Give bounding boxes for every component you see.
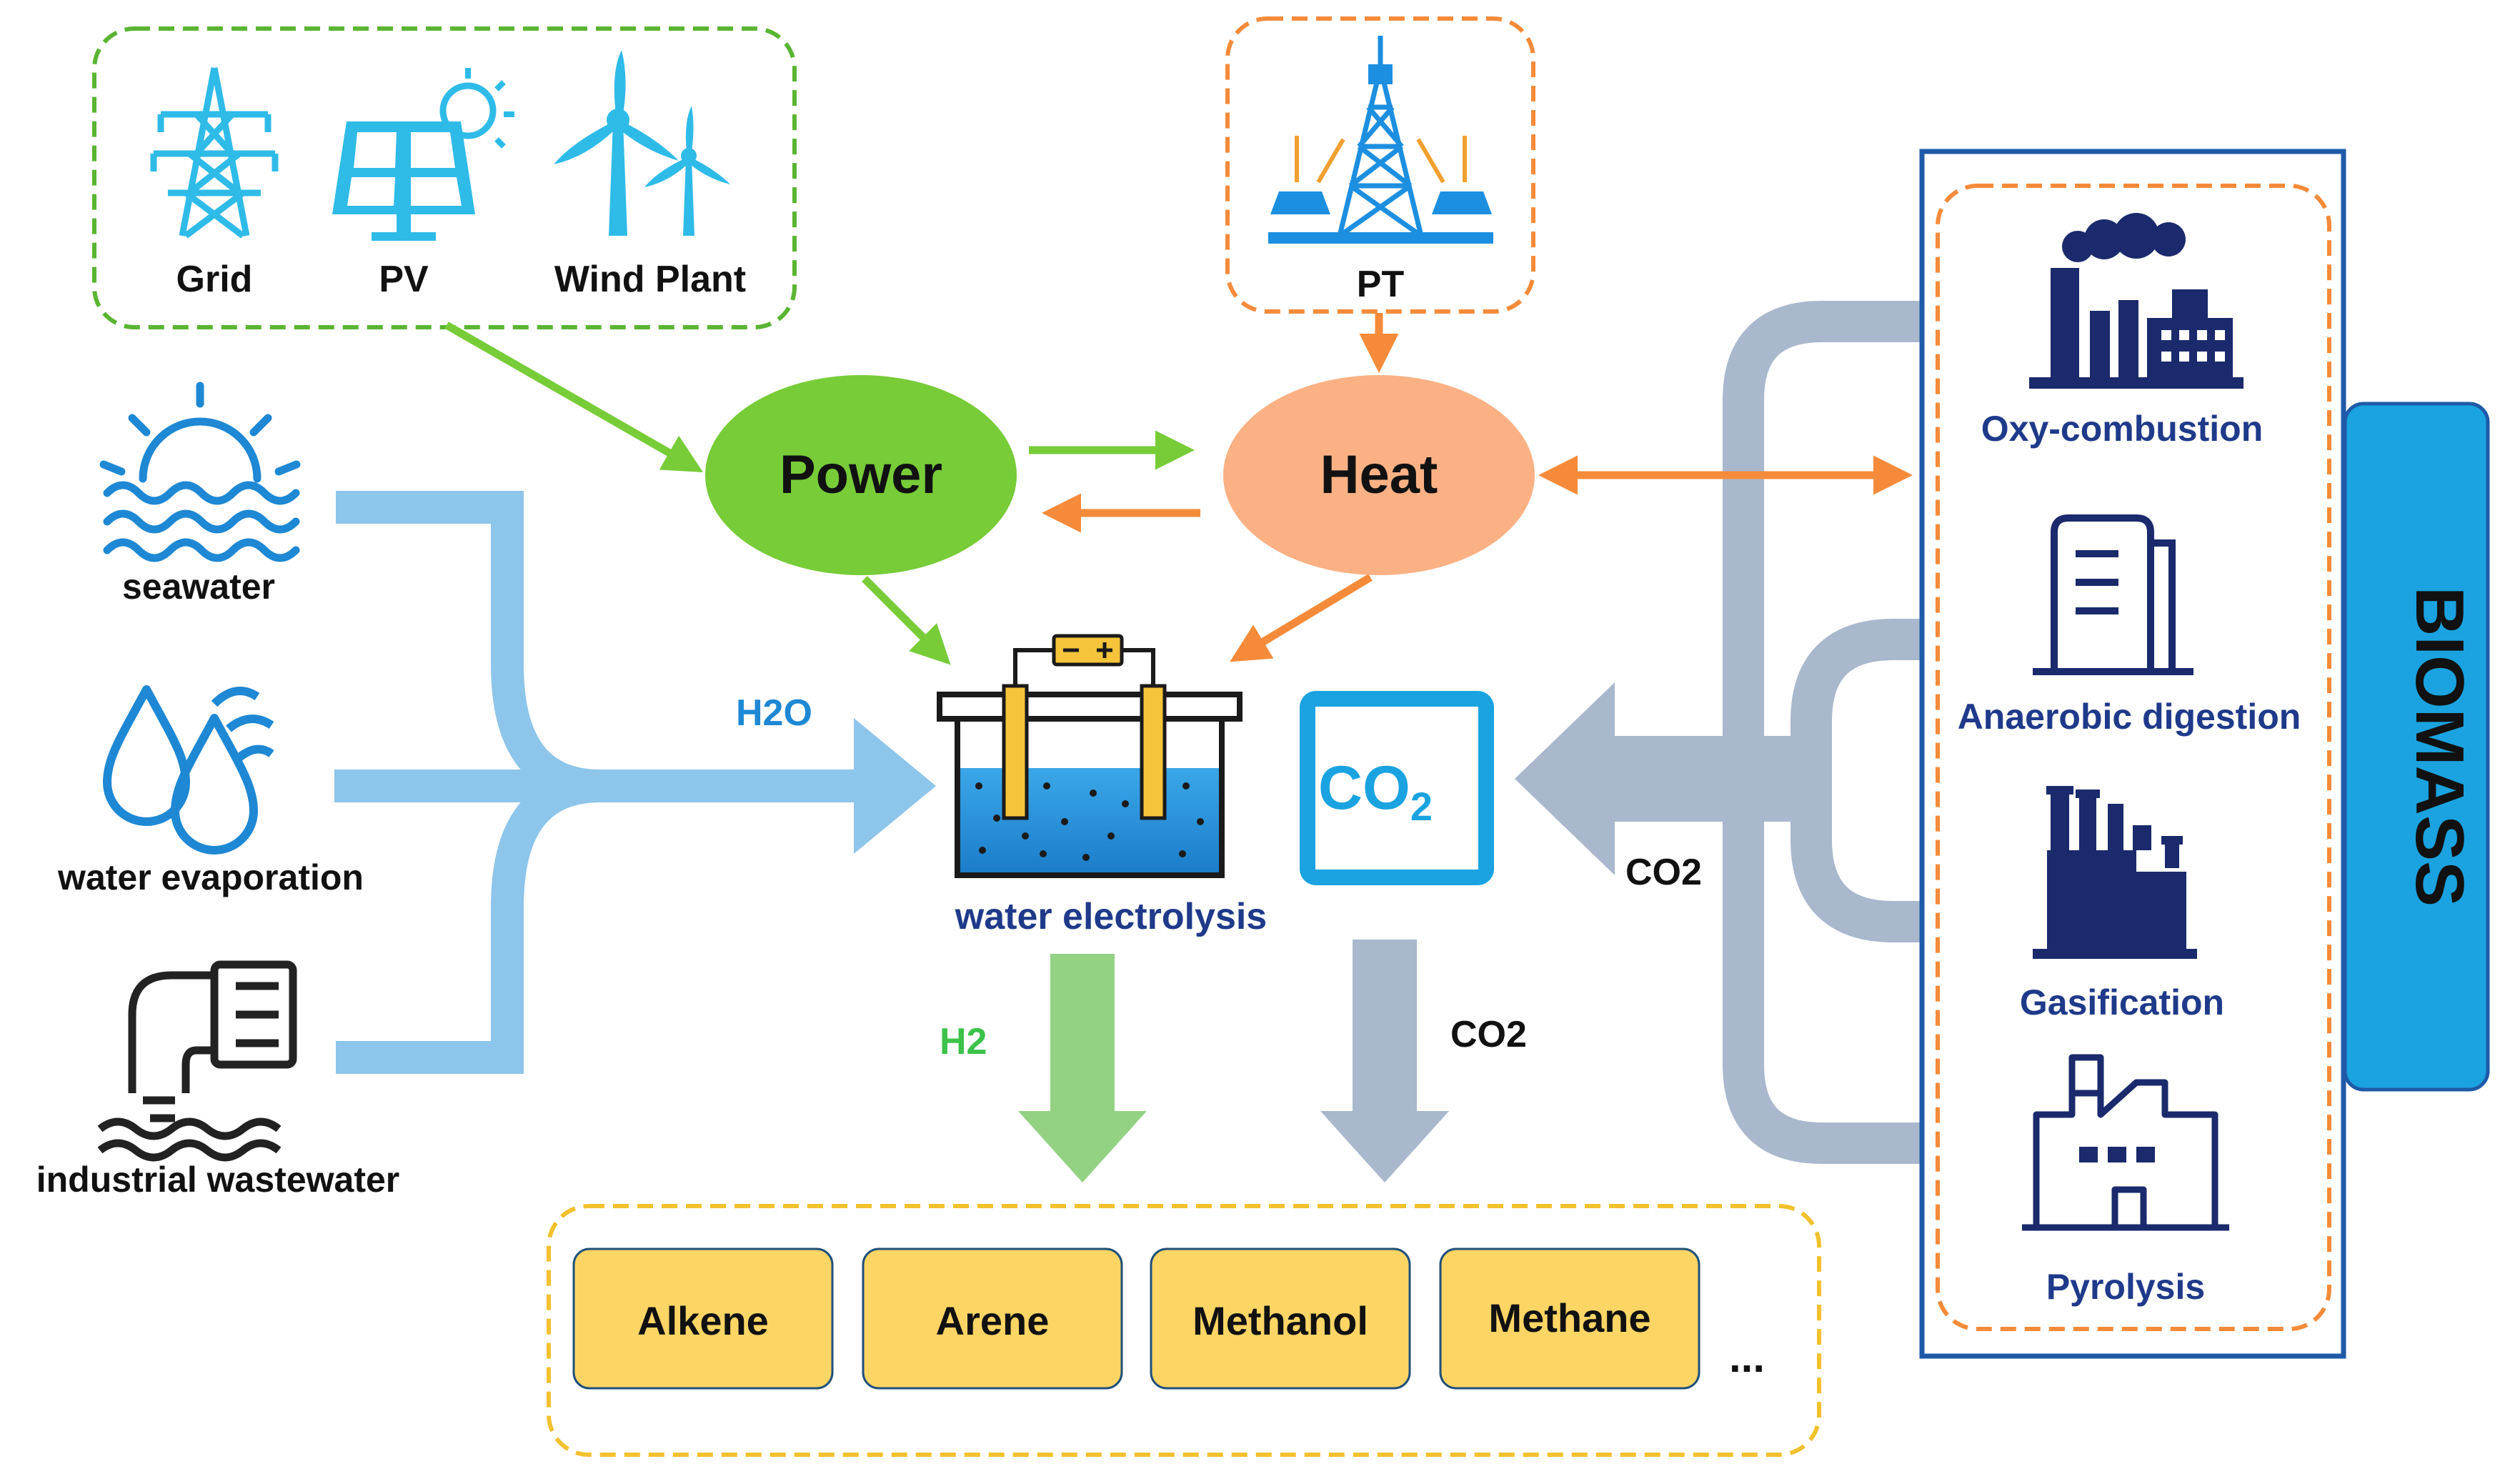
electrolysis-cell-icon — [937, 634, 1242, 878]
co2-arrow-head — [1515, 682, 1615, 875]
heat-node — [1223, 375, 1535, 575]
power-label: Power — [780, 444, 942, 505]
heat-label: Heat — [1320, 444, 1438, 505]
co2-box — [1300, 691, 1494, 885]
pyrolysis-label: Pyrolysis — [2046, 1267, 2205, 1307]
solar-tower-icon — [1268, 36, 1493, 244]
oxy-combustion-label: Oxy-combustion — [1981, 409, 2263, 449]
product-methanol-label: Methanol — [1192, 1298, 1368, 1343]
co2-down-arrow-shaft — [1353, 940, 1417, 1115]
green-arrows — [444, 322, 1195, 665]
seawater-label: seawater — [122, 567, 275, 607]
gasification-label: Gasification — [2020, 982, 2224, 1022]
industrial-wastewater-label: industrial wastewater — [36, 1160, 400, 1200]
gasification-plant-icon — [2033, 786, 2197, 959]
co2-arrow-shaft — [1608, 736, 1815, 822]
co2-box-formula: CO2 — [1318, 754, 1433, 829]
products-box — [547, 1204, 1821, 1457]
product-arene-label: Arene — [936, 1298, 1050, 1343]
seawater-icon — [99, 382, 301, 562]
product-methane-label: Methane — [1488, 1295, 1650, 1340]
factory-icon — [2029, 213, 2243, 389]
pyrolysis-factory-icon — [2022, 1054, 2229, 1231]
water-flow-pipes — [334, 491, 893, 1074]
grid-label: Grid — [176, 259, 253, 300]
co2-down-arrow-head — [1320, 1111, 1449, 1182]
grid-tower-icon — [150, 67, 279, 239]
product-arene: Arene — [862, 1248, 1123, 1390]
product-methanol: Methanol — [1150, 1248, 1411, 1390]
co2-box-text: CO — [1318, 754, 1410, 822]
anaerobic-digestion-label: Anaerobic digestion — [1958, 697, 2301, 737]
water-evaporation-label: water evaporation — [57, 857, 364, 897]
water-drops-icon — [103, 685, 274, 855]
pv-panel-icon — [332, 68, 514, 241]
wind-turbine-icon — [554, 50, 730, 236]
co2-return-pipes — [1723, 301, 1922, 1164]
products-more-ellipsis: ... — [1729, 1333, 1765, 1381]
power-node — [705, 375, 1017, 575]
pt-box — [1225, 16, 1535, 314]
orange-arrows — [1042, 313, 1913, 662]
h2-arrow-shaft — [1050, 954, 1115, 1115]
renewables-box — [92, 26, 797, 329]
biomass-title: BIOMASS — [2401, 587, 2478, 907]
pt-label: PT — [1357, 264, 1405, 305]
product-alkene-label: Alkene — [637, 1298, 769, 1343]
h2-arrow-head — [1018, 1111, 1147, 1182]
co2-side-label: CO2 — [1625, 852, 1702, 893]
product-alkene: Alkene — [572, 1248, 834, 1390]
digester-icon — [2033, 514, 2193, 675]
biomass-inner-box — [1936, 184, 2331, 1331]
pv-label: PV — [379, 259, 429, 300]
co2-down-label: CO2 — [1450, 1014, 1527, 1055]
h2o-arrow-head — [854, 718, 936, 854]
wastewater-pipe-icon — [97, 960, 297, 1162]
wind-label: Wind Plant — [554, 259, 746, 300]
h2-label: H2 — [940, 1021, 987, 1062]
electrolysis-label: water electrolysis — [955, 896, 1267, 937]
co2-box-subscript: 2 — [1410, 784, 1433, 829]
h2o-label: H2O — [736, 692, 812, 734]
product-methane: Methane — [1439, 1248, 1700, 1390]
biomass-tab — [2343, 402, 2490, 1092]
pyrolysis-windows-icon — [2079, 1147, 2155, 1162]
